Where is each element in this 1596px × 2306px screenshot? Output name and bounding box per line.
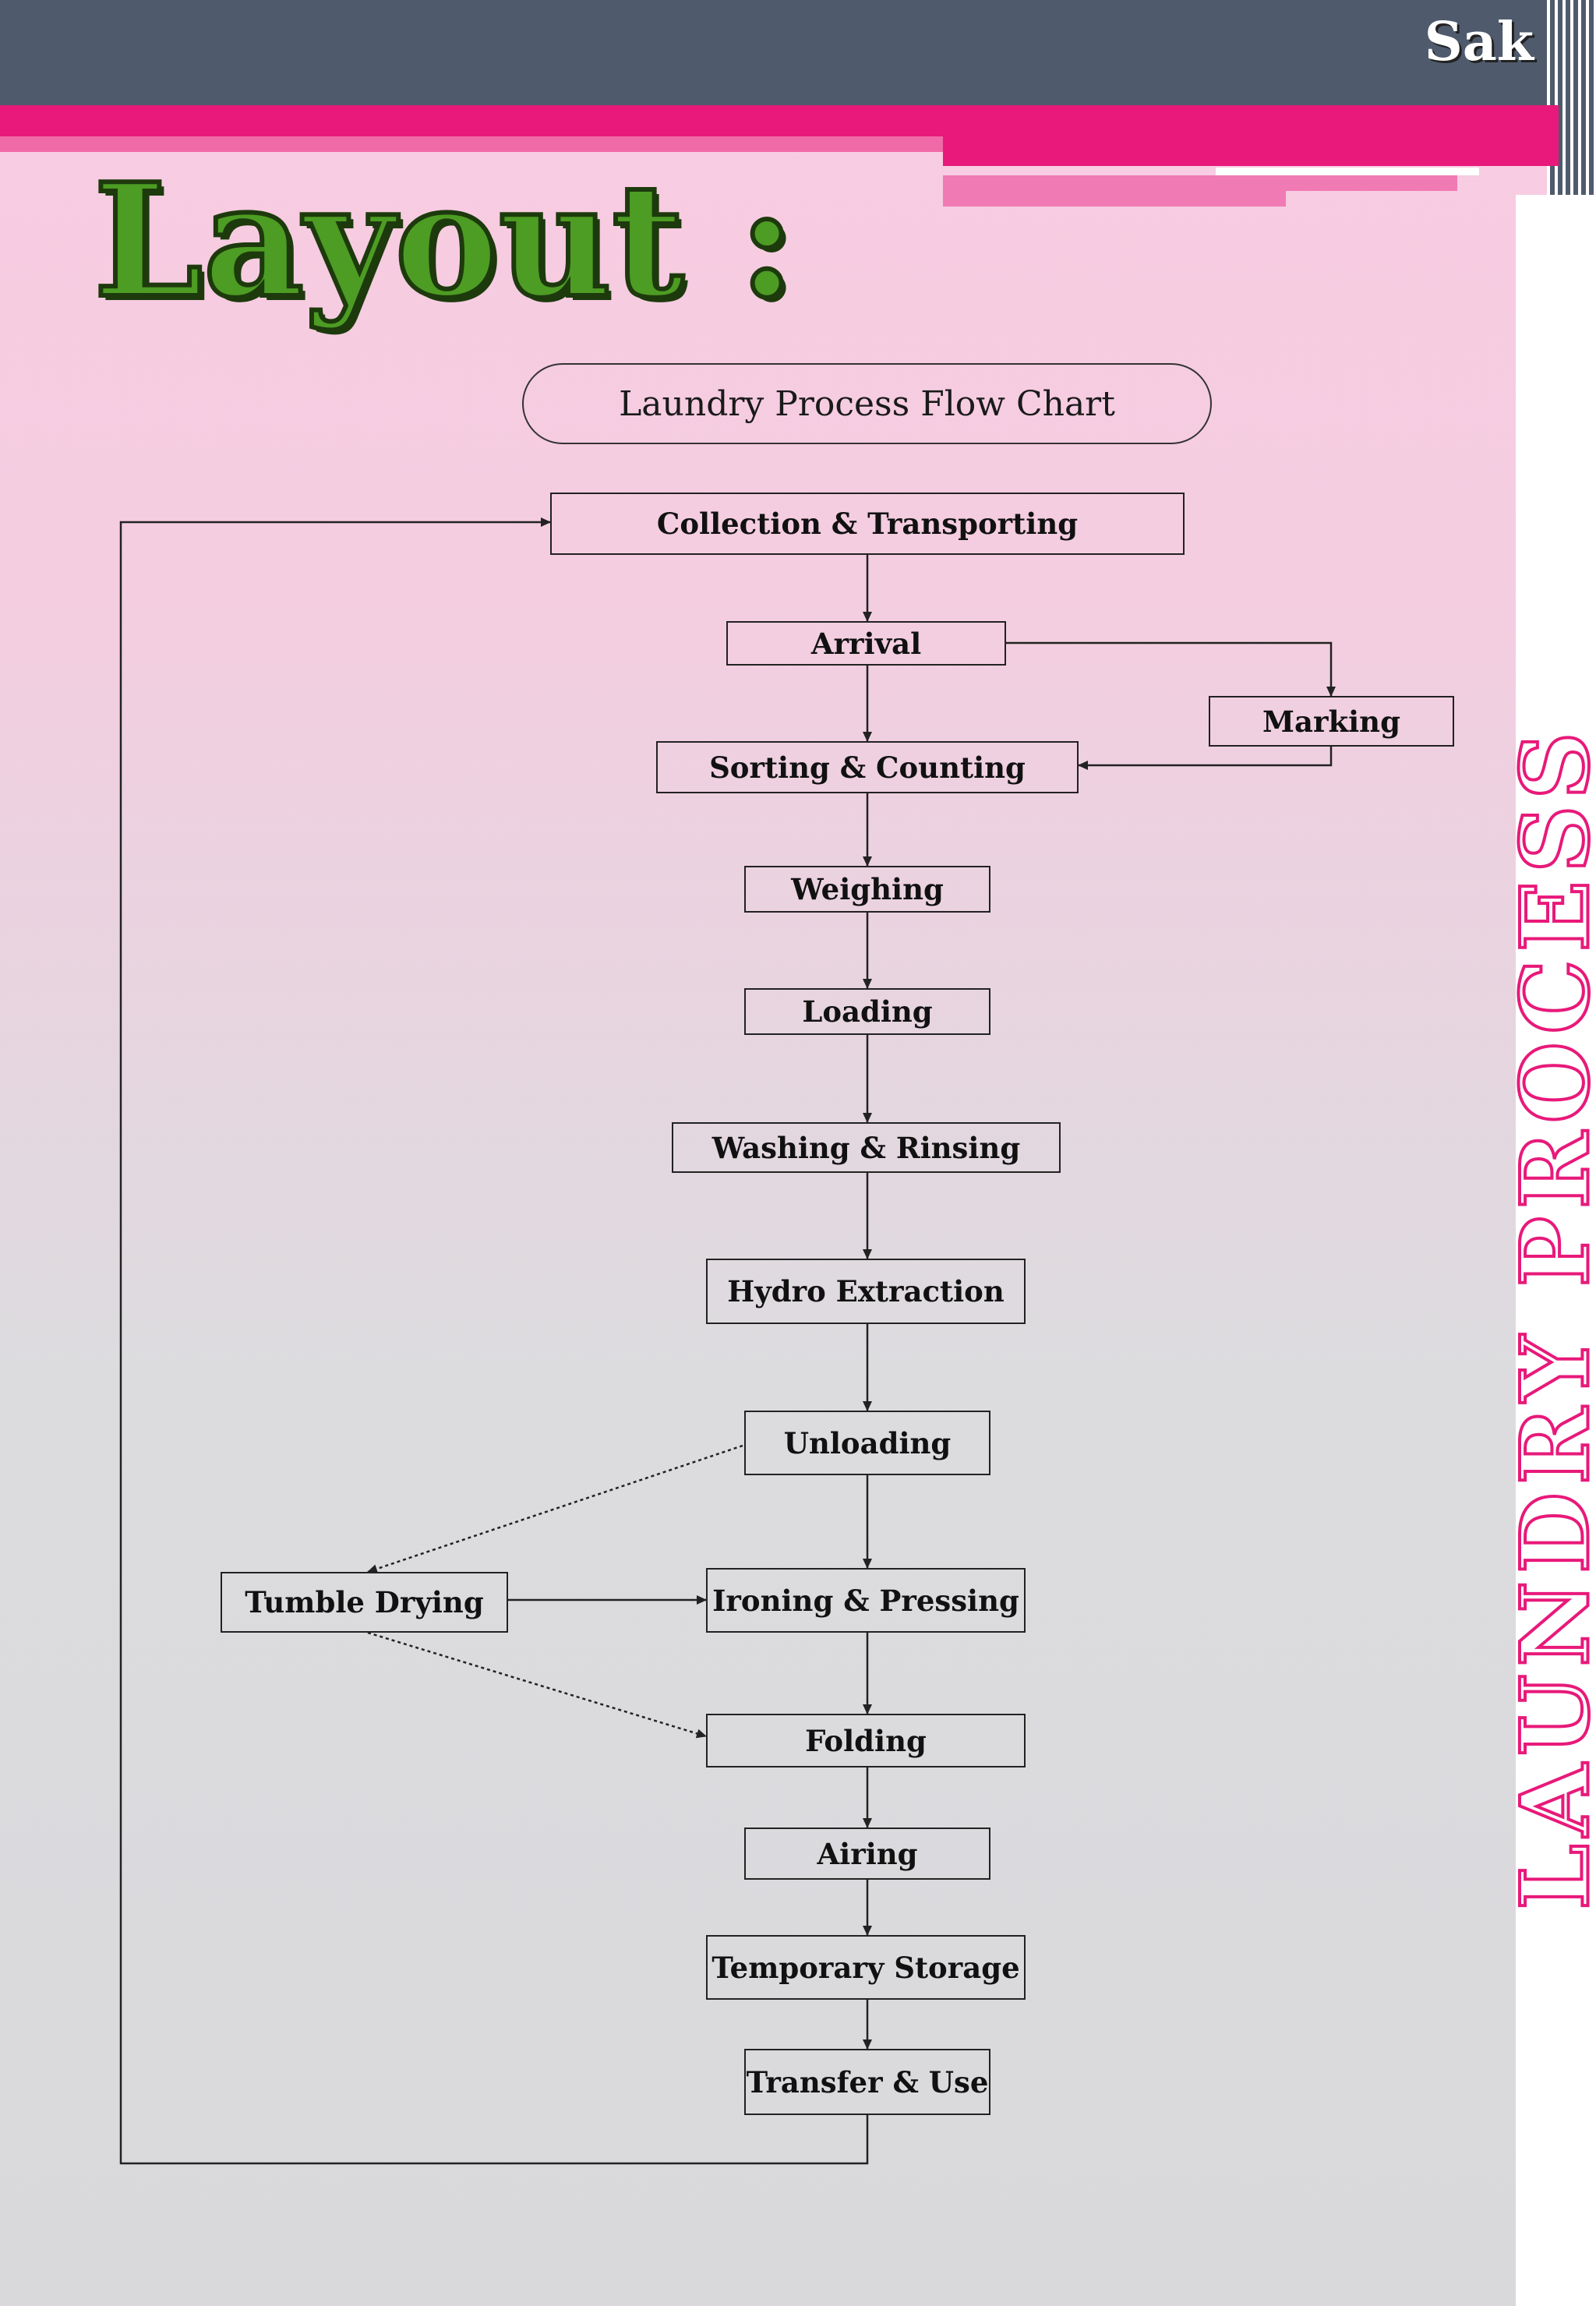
accent-strip-light-short	[943, 191, 1286, 207]
accent-bar-light	[0, 136, 943, 152]
arrow-tumble-folding	[367, 1631, 707, 1739]
step-transfer: Transfer & Use	[744, 2049, 990, 2115]
step-collection: Collection & Transporting	[550, 493, 1185, 555]
brand-label: Sak	[1424, 11, 1534, 73]
arrow-unloading-tumble	[367, 1444, 743, 1573]
step-folding: Folding	[706, 1714, 1026, 1767]
accent-strip-light	[943, 175, 1457, 191]
accent-strip	[943, 136, 1559, 166]
accent-divider	[1216, 168, 1479, 175]
step-marking: Marking	[1209, 696, 1454, 747]
step-arrival: Arrival	[726, 621, 1006, 666]
page-heading: Layout :	[91, 150, 798, 333]
step-ironing: Ironing & Pressing	[706, 1568, 1026, 1633]
header-band	[0, 0, 1596, 105]
step-loading: Loading	[744, 988, 990, 1035]
arrow-return-loop	[119, 517, 869, 2165]
accent-bar	[0, 105, 1559, 136]
side-panel	[1516, 195, 1596, 2306]
step-weighing: Weighing	[744, 866, 990, 913]
arrow-arrival-marking	[1006, 641, 1336, 697]
step-storage: Temporary Storage	[706, 1935, 1026, 2000]
step-unloading: Unloading	[744, 1411, 990, 1475]
flowchart-title: Laundry Process Flow Chart	[522, 363, 1212, 444]
step-airing: Airing	[744, 1827, 990, 1880]
step-washing: Washing & Rinsing	[672, 1122, 1061, 1173]
arrow-marking-sorting	[1078, 747, 1333, 770]
step-tumble-drying: Tumble Drying	[221, 1572, 508, 1633]
step-sorting: Sorting & Counting	[656, 741, 1079, 793]
step-hydro: Hydro Extraction	[706, 1259, 1026, 1324]
